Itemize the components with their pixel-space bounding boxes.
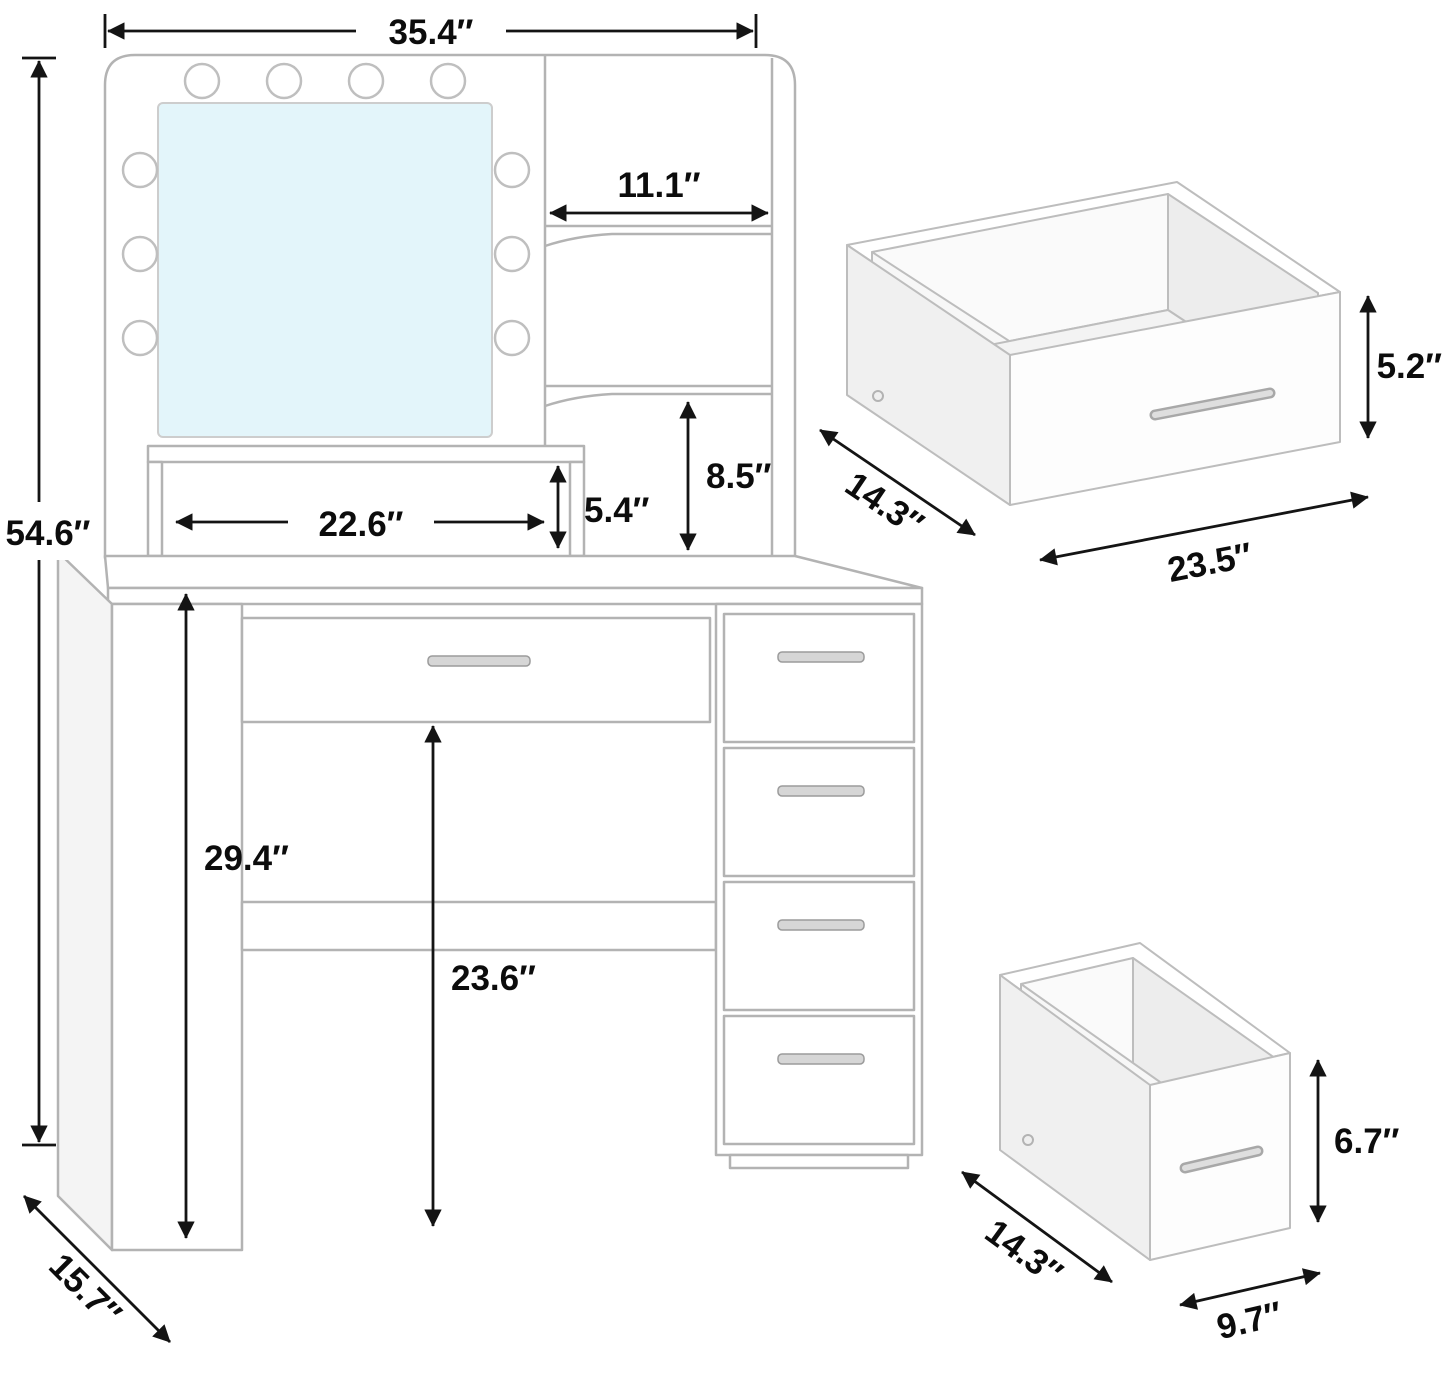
wide-drawer-depth-label: 14.3″ <box>838 465 930 545</box>
light-bulb <box>121 151 159 189</box>
deep-drawer-width-label: 9.7″ <box>1213 1294 1286 1347</box>
center-drawer <box>240 616 712 724</box>
overall-width-label: 35.4″ <box>389 13 474 52</box>
cabinet-base <box>728 1153 910 1170</box>
light-bulb <box>347 62 385 100</box>
drawer-front-panel <box>1009 291 1341 506</box>
desktop <box>103 554 924 590</box>
wide-drawer-height-label: 5.2″ <box>1377 347 1443 386</box>
deep-drawer-height-label: 6.7″ <box>1334 1122 1400 1161</box>
drawer-cabinet <box>714 602 924 1170</box>
desk-height-label: 29.4″ <box>204 839 289 878</box>
deep-drawer-width-arrow <box>1179 1268 1321 1310</box>
top-shelf-width-label: 11.1″ <box>618 166 701 205</box>
wide-drawer-width-arrow <box>1039 491 1369 566</box>
cabinet-drawer-2 <box>722 746 916 878</box>
drawer-handle-highlight <box>1152 390 1273 418</box>
wide-drawer-detail <box>846 181 1341 506</box>
tabletop-shelf <box>146 444 586 558</box>
wide-drawer-width-label: 23.5″ <box>1164 535 1255 590</box>
support-beam <box>240 900 718 952</box>
cabinet-drawer-1 <box>722 612 916 744</box>
left-leg-panel <box>110 602 244 1252</box>
dimension-annotations: 35.4″ 54.6″ 11.1″ 8.5″ 22.6″ 5.4″ 29.4″ … <box>0 10 1442 1347</box>
drawer-handle <box>427 655 531 667</box>
legroom-height-label: 23.6″ <box>451 959 536 998</box>
overall-depth-label: 15.7″ <box>41 1246 129 1334</box>
shelf-height-label: 8.5″ <box>706 457 772 496</box>
mirror <box>157 102 493 438</box>
light-bulb <box>121 319 159 357</box>
light-bulb <box>183 62 221 100</box>
drawer-handle <box>777 651 865 663</box>
deep-drawer-depth-arrow <box>961 1170 1113 1284</box>
light-bulb <box>493 151 531 189</box>
drawer-handle-highlight <box>1182 1148 1261 1171</box>
drawer-handle <box>777 785 865 797</box>
light-bulb <box>493 235 531 273</box>
light-bulb <box>493 319 531 357</box>
overall-depth-arrow <box>23 1195 171 1343</box>
light-bulb <box>121 235 159 273</box>
cabinet-drawer-4 <box>722 1014 916 1146</box>
left-leg-side-face <box>56 550 114 1252</box>
deep-drawer-depth-label: 14.3″ <box>978 1212 1070 1294</box>
light-bulb <box>265 62 303 100</box>
drawer-rail-knob <box>872 390 884 402</box>
wide-drawer-depth-arrow <box>819 428 976 537</box>
drawer-rail-knob <box>1022 1134 1034 1146</box>
desktop-front-edge <box>106 586 924 606</box>
tabletop-shelf-width-label: 22.6″ <box>319 505 404 544</box>
vanity-desk <box>56 53 924 1252</box>
light-bulb <box>429 62 467 100</box>
vanity-light-bulbs <box>121 62 531 357</box>
tabletop-shelf-height-label: 5.4″ <box>584 491 650 530</box>
cabinet-drawer-3 <box>722 880 916 1012</box>
corner-shelves <box>544 224 772 408</box>
drawer-handle <box>777 1053 865 1065</box>
overall-height-label: 54.6″ <box>6 514 91 553</box>
drawer-handle <box>777 919 865 931</box>
deep-drawer-detail <box>999 942 1291 1261</box>
